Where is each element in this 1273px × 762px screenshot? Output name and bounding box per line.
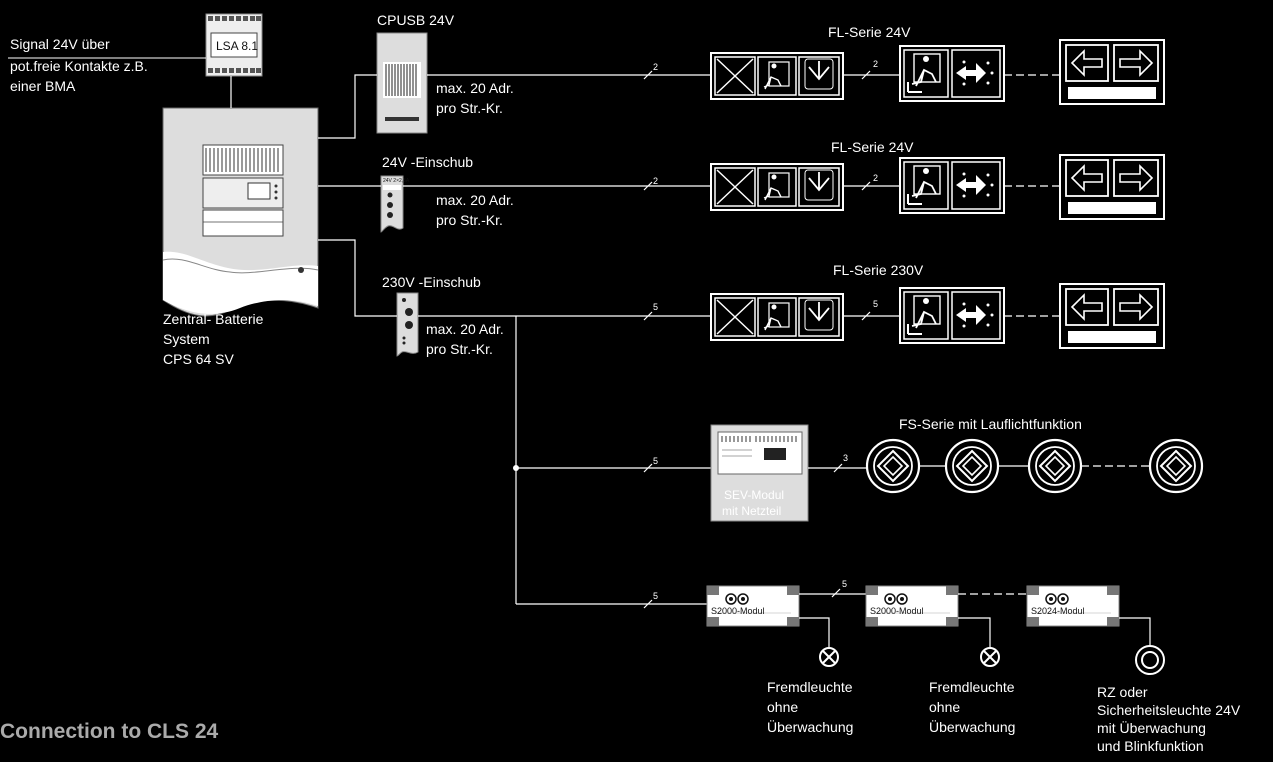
wire-count: 2 (873, 173, 879, 183)
sev-label-line2: mit Netzteil (722, 504, 782, 518)
module-lamp-wiring (799, 617, 1151, 648)
einschub24-small-text: 24V 2×2,5A (383, 178, 410, 184)
fl-row-1 (710, 39, 1165, 105)
einschub24-pro-str: pro Str.-Kr. (436, 212, 503, 228)
central-label-line3: CPS 64 SV (163, 351, 234, 367)
cpusb-label: CPUSB 24V (377, 12, 455, 28)
lsa-label: LSA 8.1 (216, 39, 259, 53)
rz-lamp-icon (1135, 645, 1165, 675)
wire-count: 5 (653, 456, 659, 466)
wire-count: 3 (843, 453, 849, 463)
einschub230-pro-str: pro Str.-Kr. (426, 341, 493, 357)
cpusb-max-adr: max. 20 Adr. (436, 80, 514, 96)
fremd2-line3: Überwachung (929, 719, 1016, 735)
fremd1-line2: ohne (767, 699, 799, 715)
central-battery-cabinet (162, 107, 319, 317)
rz-line4: und Blinkfunktion (1097, 738, 1204, 754)
fremd1-line1: Fremdleuchte (767, 679, 853, 695)
signal-text-line1: Signal 24V über (10, 36, 110, 52)
s-modules-row (706, 585, 1120, 627)
module-1-label: S2000-Modul (711, 606, 765, 616)
central-label-line2: System (163, 331, 210, 347)
lamp-icon (980, 647, 1000, 667)
wire-count: 5 (873, 299, 879, 309)
fl-row2-label: FL-Serie 24V (831, 139, 914, 155)
einschub230-max-adr: max. 20 Adr. (426, 321, 504, 337)
main-wiring (318, 74, 711, 605)
fs-series-label: FS-Serie mit Lauflichtfunktion (899, 416, 1082, 432)
signal-text-line2: pot.freie Kontakte z.B. (10, 58, 148, 74)
sev-module (710, 424, 809, 522)
rz-line2: Sicherheitsleuchte 24V (1097, 702, 1241, 718)
lsa-module (205, 13, 263, 77)
fremd2-line2: ohne (929, 699, 961, 715)
wire-count: 5 (842, 579, 848, 589)
fremd2-line1: Fremdleuchte (929, 679, 1015, 695)
rz-line3: mit Überwachung (1097, 720, 1206, 736)
fl-row1-label: FL-Serie 24V (828, 24, 911, 40)
lamp-icon (819, 647, 839, 667)
fl-row3-label: FL-Serie 230V (833, 262, 924, 278)
wire-count: 2 (653, 62, 659, 72)
fremd1-line3: Überwachung (767, 719, 854, 735)
einschub-230v-module (396, 292, 419, 357)
central-label-line1: Zentral- Batterie (163, 311, 264, 327)
wire-count: 2 (653, 176, 659, 186)
einschub24-max-adr: max. 20 Adr. (436, 192, 514, 208)
wire-count: 5 (653, 591, 659, 601)
page-title: Connection to CLS 24 (0, 720, 219, 743)
module-3-label: S2024-Modul (1031, 606, 1085, 616)
rz-line1: RZ oder (1097, 684, 1148, 700)
wire-count: 2 (873, 59, 879, 69)
fs-row (865, 438, 1204, 494)
fl-row-2 (710, 154, 1165, 220)
einschub-24v-module (380, 175, 404, 233)
module-2-label: S2000-Modul (870, 606, 924, 616)
einschub230-label: 230V -Einschub (382, 274, 481, 290)
wire-count: 5 (653, 302, 659, 312)
einschub24-label: 24V -Einschub (382, 154, 474, 170)
sev-label-line1: SEV-Modul (724, 488, 785, 502)
signal-text-line3: einer BMA (10, 78, 76, 94)
cpusb-module (376, 32, 428, 134)
cpusb-pro-str: pro Str.-Kr. (436, 100, 503, 116)
fl-row-3 (710, 283, 1165, 349)
